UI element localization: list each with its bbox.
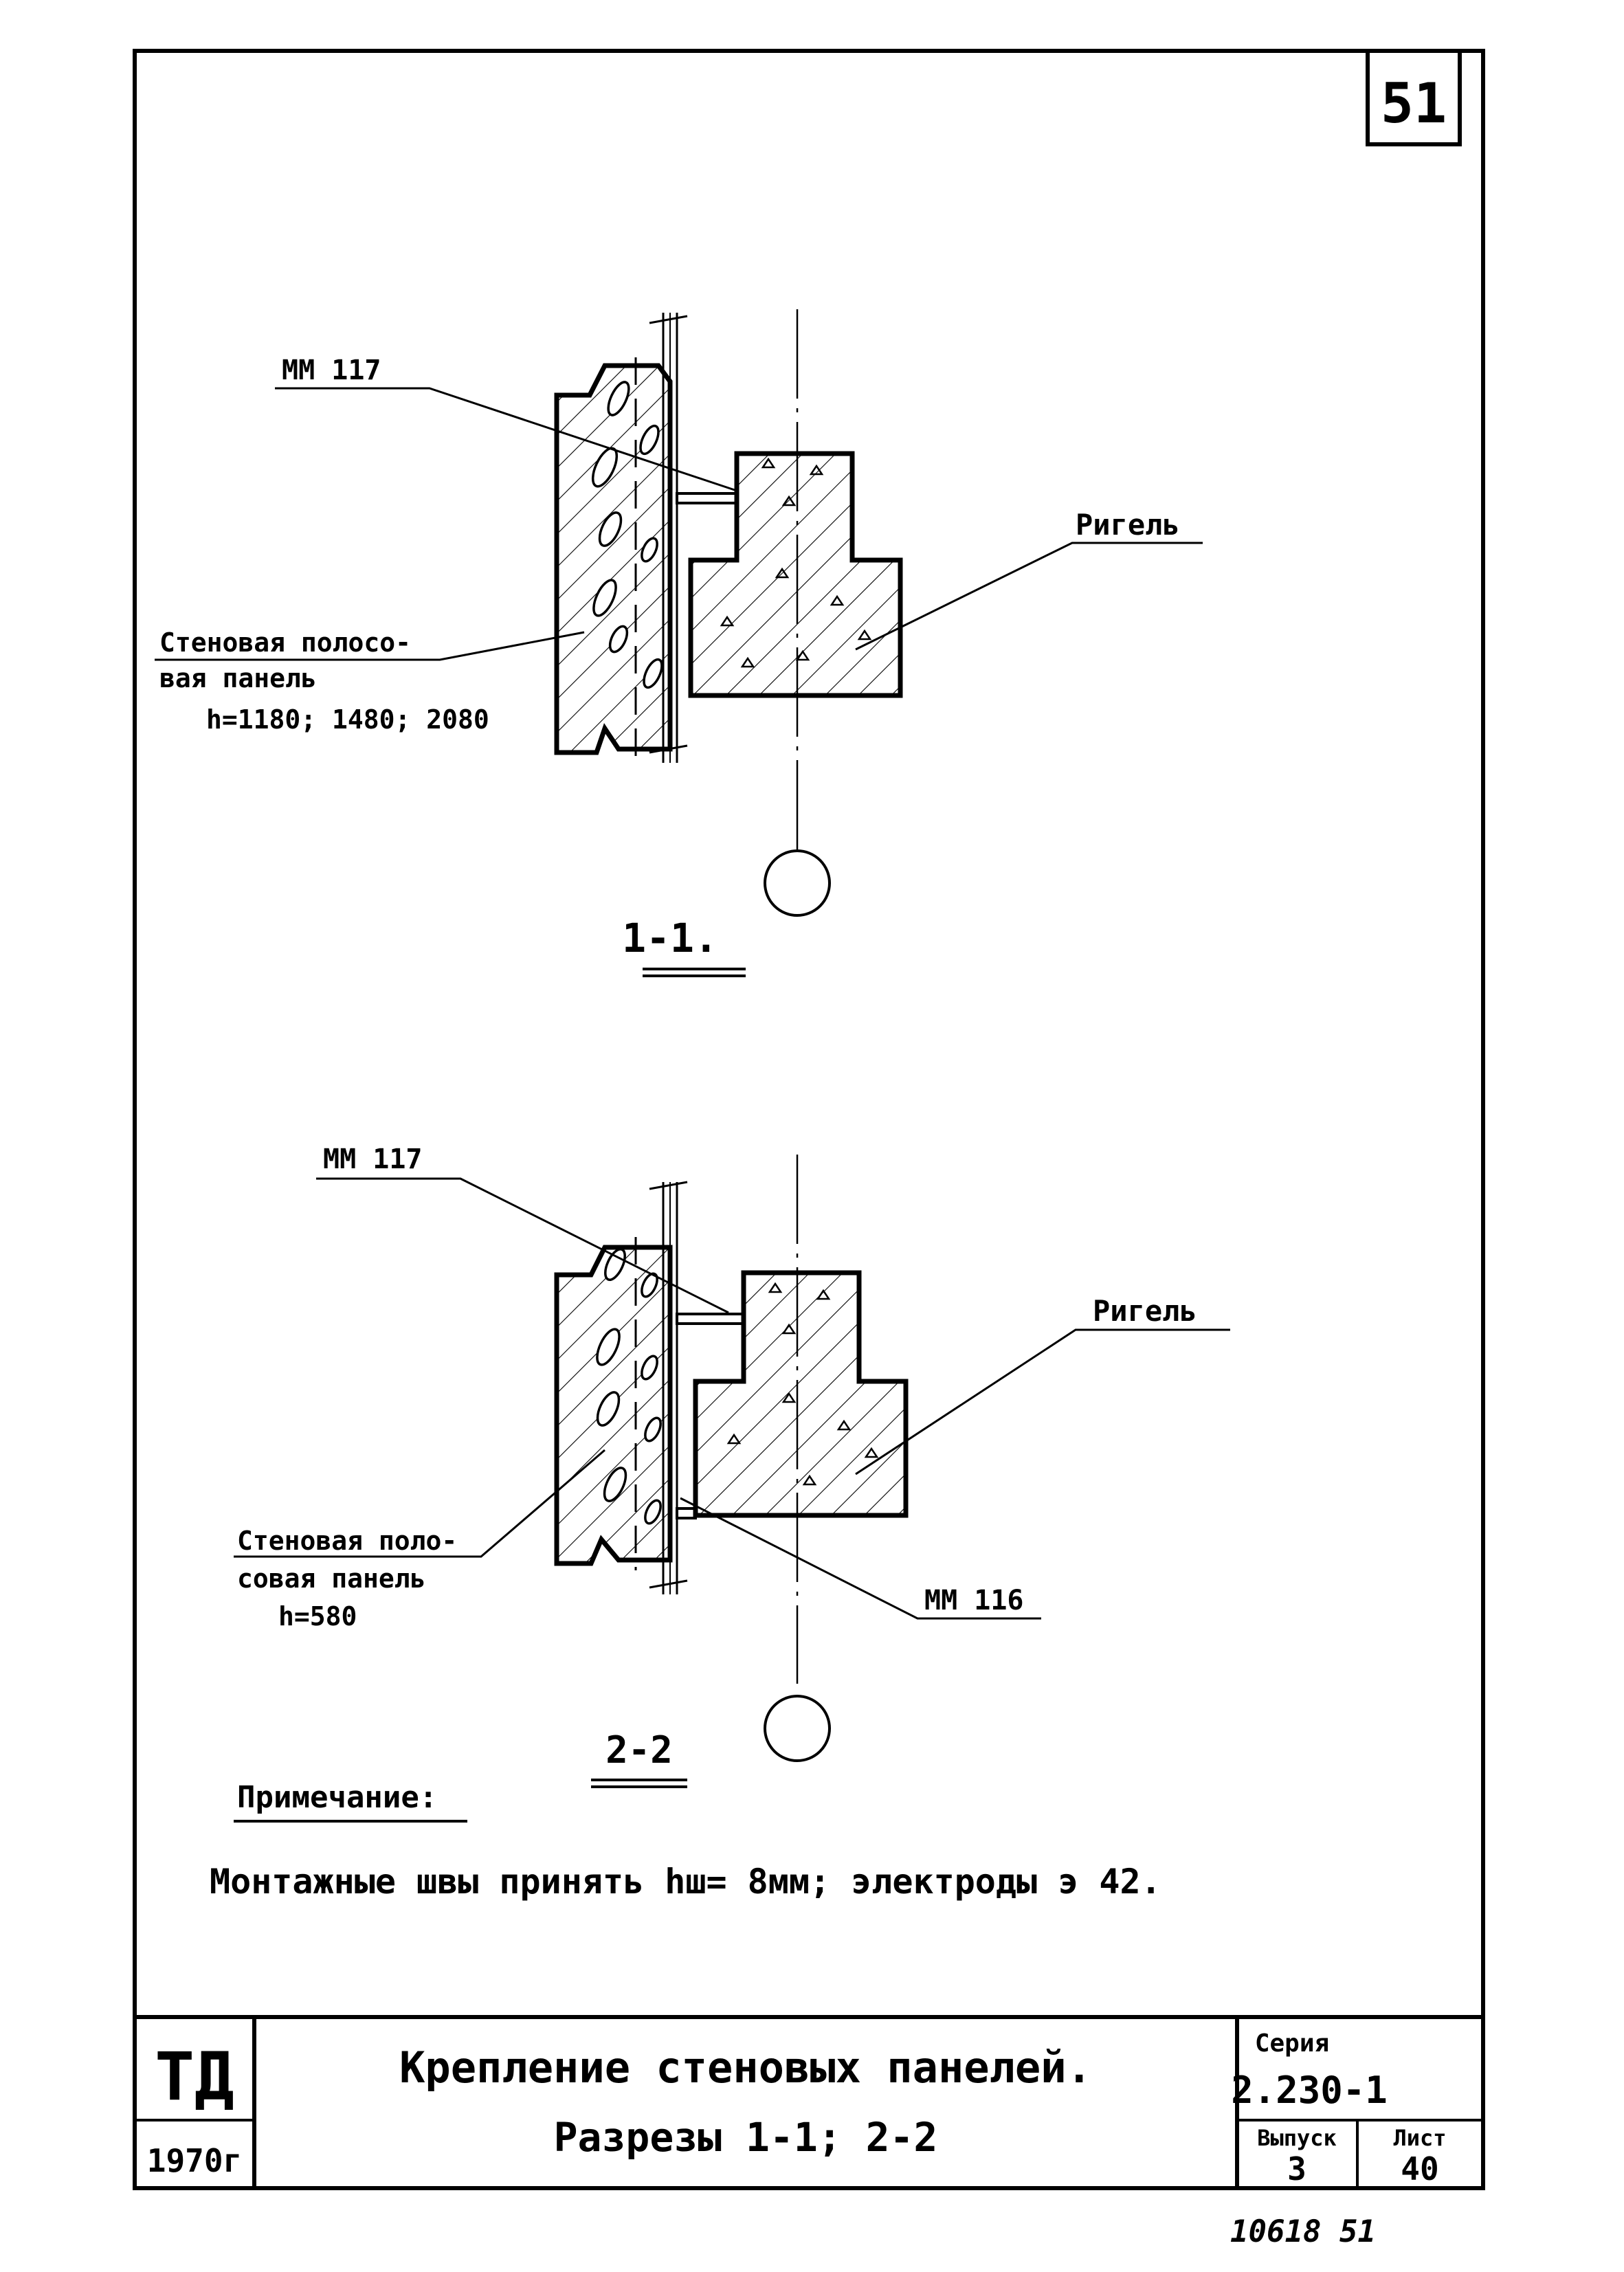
org-mark: ТД xyxy=(155,2038,234,2115)
leader-rigel xyxy=(855,1328,1230,1475)
issue-value: 3 xyxy=(1287,2150,1306,2187)
series-value: 2.230-1 xyxy=(1231,2069,1388,2112)
label-panel-line2: вая панель xyxy=(159,663,317,693)
sheet-frame xyxy=(133,49,1485,2190)
axis-marker-circle xyxy=(764,1695,831,1762)
leader-rigel xyxy=(855,542,1203,651)
rigel-aggregate-marks xyxy=(726,1282,879,1486)
panel-voids xyxy=(591,381,663,689)
leader-panel xyxy=(234,1449,605,1558)
drawing-title-line2: Разрезы 1-1; 2-2 xyxy=(554,2114,938,2161)
issue-label: Выпуск xyxy=(1257,2125,1337,2151)
weld-plate-mm117 xyxy=(676,492,738,504)
year: 1970г xyxy=(147,2142,242,2179)
axis-marker-circle xyxy=(764,849,831,917)
rigel-beam xyxy=(688,451,903,698)
sheet-value: 40 xyxy=(1401,2150,1438,2187)
drawing-title-line1: Крепление стеновых панелей. xyxy=(399,2042,1092,2093)
label-mm117: ММ 117 xyxy=(323,1144,423,1175)
rigel-beam xyxy=(693,1270,909,1518)
footer-note: 10618 51 xyxy=(1230,2214,1376,2249)
note: Примечание: Монтажные швы принять hш= 8м… xyxy=(210,1780,1161,1902)
note-heading: Примечание: xyxy=(237,1780,437,1815)
sheet-label: Лист xyxy=(1393,2125,1446,2151)
sheet-number-box xyxy=(1366,49,1462,146)
column-edge-lines xyxy=(649,313,688,763)
section-title-1-1: 1-1. xyxy=(622,915,718,961)
panel-voids xyxy=(596,1248,662,1525)
section-title-2-2: 2-2 xyxy=(605,1728,673,1772)
label-mm117: ММ 117 xyxy=(282,355,381,386)
label-panel-line1: Стеновая полосо- xyxy=(159,627,411,658)
weld-plate-mm116 xyxy=(676,1507,697,1519)
label-panel-line1: Стеновая поло- xyxy=(237,1526,457,1556)
leader-mm116 xyxy=(680,1497,1041,1620)
leader-mm117 xyxy=(275,387,739,493)
leader-mm117 xyxy=(316,1177,729,1314)
label-rigel: Ригель xyxy=(1093,1294,1197,1328)
rigel-aggregate-marks xyxy=(720,457,872,668)
column-edge-lines xyxy=(649,1181,688,1594)
weld-plate-mm117 xyxy=(676,1313,745,1325)
series-label: Серия xyxy=(1255,2029,1329,2058)
label-mm116: ММ 116 xyxy=(924,1585,1024,1616)
leader-panel xyxy=(155,631,585,661)
label-panel-line3: h=580 xyxy=(278,1601,357,1631)
note-text: Монтажные швы принять hш= 8мм; электроды… xyxy=(210,1862,1161,1902)
title-block: ТД 1970г Крепление стеновых панелей. Раз… xyxy=(135,2015,1483,2188)
wall-panel xyxy=(554,363,673,755)
label-rigel: Ригель xyxy=(1076,508,1180,542)
section-2-2: ММ 117 Ригель ММ 116 Стеновая поло- сова… xyxy=(234,1144,1230,1788)
sheet-number: 51 xyxy=(1381,71,1447,135)
label-panel-line2: совая панель xyxy=(237,1563,426,1594)
label-panel-line3: h=1180; 1480; 2080 xyxy=(206,704,489,735)
section-1-1: ММ 117 Ригель Стеновая полосо- вая панел… xyxy=(155,309,1203,977)
